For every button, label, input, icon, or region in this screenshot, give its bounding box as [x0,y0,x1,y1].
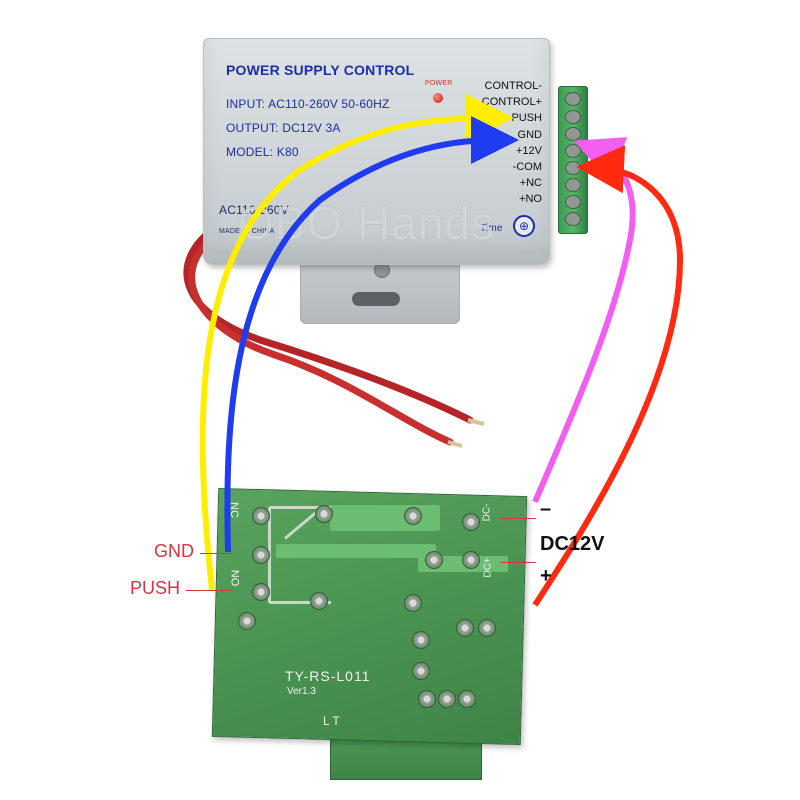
pcb-dc-plus-label: DC+ [482,557,494,578]
pcb-pad [412,631,430,649]
terminal-label-no: +NO [519,193,542,205]
power-led-label: POWER [425,80,453,87]
terminal-label-push: PUSH [511,112,542,124]
terminal-screw-icon [565,127,581,141]
pcb-pad-com [252,546,270,564]
pcb-lt-label: L T [323,714,340,728]
pcb-pad [238,612,256,630]
time-adjust-knob-icon: ⊕ [513,215,535,237]
terminal-screw-icon [565,110,581,124]
terminal-screw-icon [565,195,581,209]
gnd-leader-line [200,553,232,554]
pcb-pad-dc-plus [462,551,480,569]
dc-minus-callout: – [540,498,552,520]
pcb-pad [456,619,474,637]
power-led-icon [433,93,443,103]
pcb-pad [425,551,443,569]
pcb-pad [438,690,456,708]
pcb-model-label: TY-RS-L011 [285,668,371,684]
terminal-label-12v: +12V [516,145,542,157]
pcb-pad [404,507,422,525]
dc-plus-callout: + [540,565,552,587]
terminal-screw-icon [565,212,581,226]
dc-plus-leader-line [500,562,536,563]
gnd-callout: GND [154,541,194,561]
pcb-dc-minus-label: DC- [481,503,493,522]
push-callout: PUSH [130,578,181,598]
terminal-label-control-minus: CONTROL- [484,80,542,92]
pcb-pad [404,594,422,612]
pcb-pad-dc-minus [462,513,480,531]
terminal-screw-icon [565,161,581,175]
pcb-pad-nc [252,507,270,525]
pcb-trace [330,505,440,531]
pcb-pad [458,690,476,708]
terminal-screw-icon [565,178,581,192]
terminal-screw-icon [565,144,581,158]
pcb-pad [310,592,328,610]
terminal-label-control-plus: CONTROL+ [481,96,542,108]
terminal-label-com: -COM [512,161,542,173]
terminal-label-gnd: GND [517,129,542,141]
pcb-pad [418,690,436,708]
pcb-pad-no [252,583,270,601]
mounting-slot [352,292,400,306]
push-leader-line [186,590,232,591]
pcb-pad [478,619,496,637]
pcb-no-label: NO [228,569,241,587]
pcb-pad [412,662,430,680]
terminal-label-nc: +NC [519,177,542,189]
watermark: OBO Hands [238,197,495,249]
psu-model: MODEL: K80 [226,145,299,159]
psu-output-spec: OUTPUT: DC12V 3A [226,121,341,135]
pcb-pad [315,505,333,523]
dc12v-callout: DC12V [540,533,605,555]
terminal-screw-icon [565,92,581,106]
dc-minus-leader-line [500,518,536,519]
pcb-nc-label: NC [227,502,240,518]
psu-input-spec: INPUT: AC110-260V 50-60HZ [226,97,390,111]
psu-title: POWER SUPPLY CONTROL [226,62,415,78]
pcb-version-label: Ver1.3 [287,686,316,697]
